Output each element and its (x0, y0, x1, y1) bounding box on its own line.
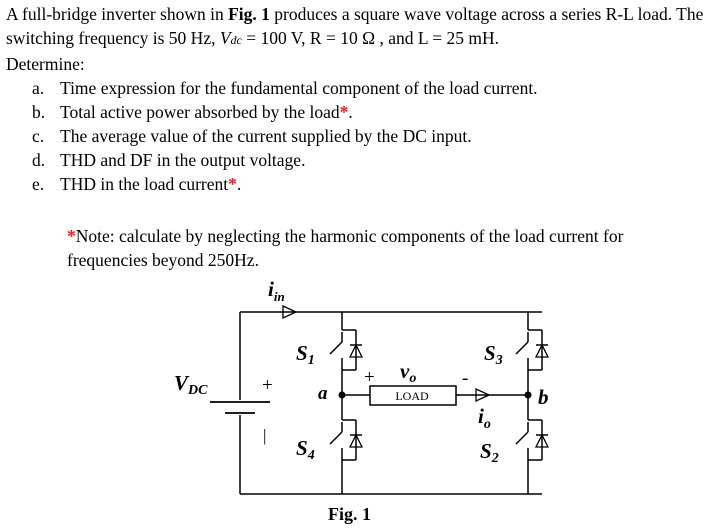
load-label: LOAD (395, 389, 429, 403)
task-item: e.THD in the load current*. (32, 174, 242, 194)
s2-label: S2 (480, 439, 499, 466)
s1-label: S1 (296, 341, 315, 368)
note-star: * (67, 226, 76, 246)
vo-plus: + (364, 367, 375, 388)
s3-label: S3 (484, 341, 503, 368)
io-arrow (475, 387, 491, 403)
problem-statement: A full-bridge inverter shown in Fig. 1 p… (6, 2, 706, 196)
io-label: io (478, 404, 491, 432)
task-item: b.Total active power absorbed by the loa… (32, 102, 353, 122)
dc-source (210, 312, 270, 494)
star-mark: * (228, 174, 237, 194)
problem-intro: A full-bridge inverter shown in Fig. 1 p… (6, 2, 706, 52)
determine-label: Determine: (6, 54, 85, 74)
node-b-label: b (538, 385, 549, 409)
star-mark: * (339, 102, 349, 122)
vdc-subscript: dc (230, 33, 242, 47)
dc-minus: | (263, 426, 266, 445)
node-a-label: a (318, 383, 328, 404)
parameters: = 100 V, R = 10 Ω , and L = 25 mH. (241, 28, 500, 48)
dc-plus: + (262, 375, 273, 396)
intro-post: produces a square wave voltage across a … (6, 4, 704, 48)
task-item: d.THD and DF in the output voltage. (32, 150, 306, 170)
note: *Note: calculate by neglecting the harmo… (67, 224, 702, 272)
task-list: a.Time expression for the fundamental co… (32, 76, 710, 196)
switch-s2 (515, 419, 549, 461)
top-rail (240, 304, 542, 320)
intro-pre: A full-bridge inverter shown in (6, 4, 229, 24)
s4-label: S4 (296, 436, 315, 463)
circuit-diagram: LOAD iin VDC + | S1 S4 S3 S2 a b + vo - … (174, 277, 549, 524)
task-item: c.The average value of the current suppl… (32, 126, 472, 146)
task-item: a.Time expression for the fundamental co… (32, 78, 538, 98)
switch-s4 (329, 419, 363, 461)
vdc-symbol: V (219, 28, 231, 48)
vdc-label: VDC (174, 371, 208, 398)
figure-reference: Fig. 1 (228, 4, 270, 24)
vo-minus: - (462, 368, 468, 389)
vo-label: vo (400, 359, 416, 386)
switch-s1 (329, 329, 363, 371)
iin-label: iin (268, 277, 285, 304)
figure-caption: Fig. 1 (328, 504, 371, 524)
note-text: Note: calculate by neglecting the harmon… (67, 226, 624, 270)
switch-s3 (515, 329, 549, 371)
